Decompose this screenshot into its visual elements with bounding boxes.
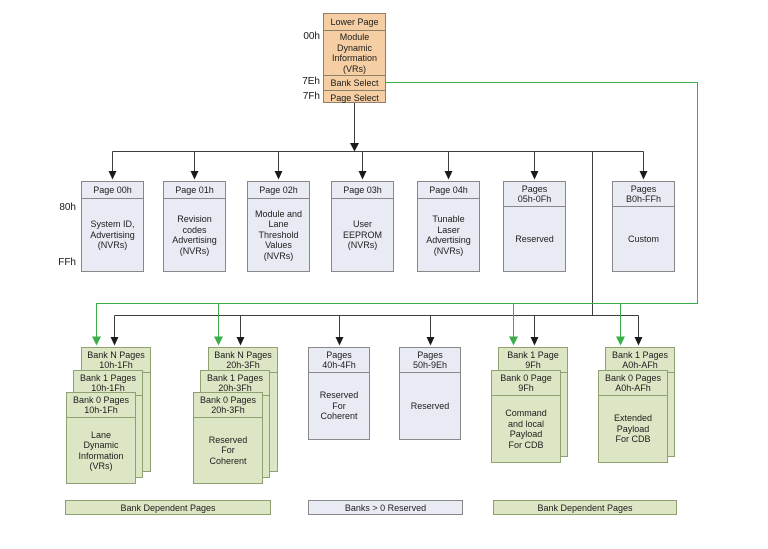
bank-select-cell: Bank Select	[324, 75, 385, 90]
page-box-03h-header: Page 03h	[332, 182, 393, 199]
pages-box-50h-9eh: Pages 50h-9Eh Reserved	[399, 347, 461, 440]
bank-0-pages-a0h-afh: Bank 0 Pages A0h-AFh Extended Payload Fo…	[598, 370, 668, 463]
bank-0-page-9fh: Bank 0 Page 9Fh Command and local Payloa…	[491, 370, 561, 463]
page-box-01h-header: Page 01h	[164, 182, 225, 199]
offset-label-7fh: 7Fh	[302, 91, 320, 102]
bank-0-pages-a0h-afh-body: Extended Payload For CDB	[613, 413, 653, 445]
pages-box-40h-4fh-body: Reserved For Coherent	[319, 390, 359, 422]
lower-page-header: Lower Page	[324, 14, 385, 31]
bank-0-pages-10h-1fh-body: Lane Dynamic Information (VRs)	[78, 429, 124, 472]
page-select-cell: Page Select	[324, 90, 385, 105]
black-arrowheads	[108, 143, 648, 346]
page-box-00h-body: System ID, Advertising (NVRs)	[90, 219, 135, 251]
pages-box-b0h-ffh-header: Pages B0h-FFh	[613, 182, 674, 207]
offset-label-00h: 00h	[303, 31, 320, 42]
bank-0-pages-20h-3fh: Bank 0 Pages 20h-3Fh Reserved For Cohere…	[193, 392, 263, 484]
page-box-04h: Page 04h Tunable Laser Advertising (NVRs…	[417, 181, 480, 272]
page-box-00h-header: Page 00h	[82, 182, 143, 199]
page-box-04h-body: Tunable Laser Advertising (NVRs)	[426, 214, 471, 256]
lower-page-body: Module Dynamic Information (VRs)	[331, 32, 378, 74]
pages-box-b0h-ffh: Pages B0h-FFh Custom	[612, 181, 675, 272]
page-box-03h: Page 03h User EEPROM (NVRs)	[331, 181, 394, 272]
pages-box-05h-0fh: Pages 05h-0Fh Reserved	[503, 181, 566, 272]
bank-0-pages-20h-3fh-header: Bank 0 Pages 20h-3Fh	[194, 393, 262, 418]
page-box-01h-body: Revision codes Advertising (NVRs)	[172, 214, 217, 256]
offset-label-7eh: 7Eh	[302, 76, 320, 87]
pages-box-40h-4fh: Pages 40h-4Fh Reserved For Coherent	[308, 347, 370, 440]
page-box-02h: Page 02h Module and Lane Threshold Value…	[247, 181, 310, 272]
pages-box-05h-0fh-body: Reserved	[515, 233, 554, 244]
page-box-04h-header: Page 04h	[418, 182, 479, 199]
page-box-02h-body: Module and Lane Threshold Values (NVRs)	[254, 208, 303, 261]
green-arrowheads	[92, 336, 625, 346]
bank-0-pages-10h-1fh: Bank 0 Pages 10h-1Fh Lane Dynamic Inform…	[66, 392, 136, 484]
pages-box-40h-4fh-header: Pages 40h-4Fh	[309, 348, 369, 373]
bank-0-page-9fh-header: Bank 0 Page 9Fh	[492, 371, 560, 396]
bank-0-pages-20h-3fh-body: Reserved For Coherent	[208, 434, 248, 466]
legend-bank-dependent-right: Bank Dependent Pages	[493, 500, 677, 515]
lower-page-box: Lower Page Module Dynamic Information (V…	[323, 13, 386, 103]
page-box-02h-header: Page 02h	[248, 182, 309, 199]
bank-0-pages-10h-1fh-header: Bank 0 Pages 10h-1Fh	[67, 393, 135, 418]
bank-select-wire	[95, 81, 699, 337]
pages-box-50h-9eh-header: Pages 50h-9Eh	[400, 348, 460, 373]
bank-0-pages-a0h-afh-header: Bank 0 Pages A0h-AFh	[599, 371, 667, 396]
page-box-00h: Page 00h System ID, Advertising (NVRs)	[81, 181, 144, 272]
pages-box-b0h-ffh-body: Custom	[627, 233, 659, 244]
pages-box-05h-0fh-header: Pages 05h-0Fh	[504, 182, 565, 207]
offset-label-ffh: FFh	[58, 257, 76, 268]
page-box-01h: Page 01h Revision codes Advertising (NVR…	[163, 181, 226, 272]
bank-0-page-9fh-body: Command and local Payload For CDB	[505, 408, 547, 450]
legend-banks-gt0-reserved: Banks > 0 Reserved	[308, 500, 463, 515]
offset-label-80h: 80h	[59, 202, 76, 213]
legend-bank-dependent-left: Bank Dependent Pages	[65, 500, 271, 515]
page-box-03h-body: User EEPROM (NVRs)	[342, 219, 382, 251]
pages-box-50h-9eh-body: Reserved	[410, 400, 450, 411]
